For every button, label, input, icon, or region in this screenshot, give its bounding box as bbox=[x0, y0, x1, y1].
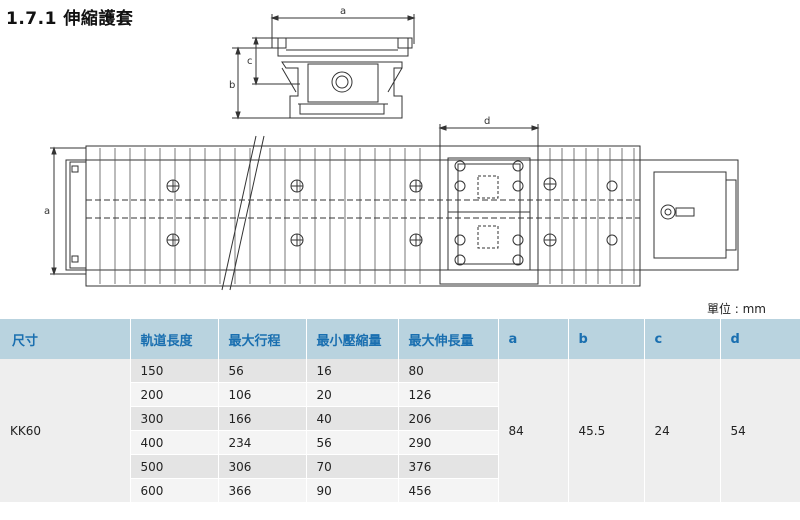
cell-min-compression: 16 bbox=[306, 359, 399, 383]
header-c: c bbox=[644, 319, 721, 359]
cell-max-extension: 290 bbox=[398, 430, 499, 455]
model-cell: KK60 bbox=[0, 359, 131, 503]
end-view bbox=[232, 14, 416, 120]
dim-label-c: c bbox=[247, 56, 253, 67]
header-max-stroke: 最大行程 bbox=[218, 319, 307, 359]
cell-min-compression: 20 bbox=[306, 382, 399, 407]
section-title: 1.7.1 伸縮護套 bbox=[6, 9, 134, 29]
cell-max-extension: 456 bbox=[398, 478, 499, 503]
table-row: 500 306 70 376 bbox=[0, 454, 800, 479]
header-size: 尺寸 bbox=[0, 319, 131, 359]
cell-max-stroke: 306 bbox=[218, 454, 307, 479]
cell-d: 54 bbox=[720, 359, 800, 503]
table-row: 600 366 90 456 bbox=[0, 478, 800, 503]
cell-rail-length: 600 bbox=[130, 478, 219, 503]
header-rail-length: 軌道長度 bbox=[130, 319, 219, 359]
cell-min-compression: 40 bbox=[306, 406, 399, 431]
header-max-extension: 最大伸長量 bbox=[398, 319, 499, 359]
dim-label-d: d bbox=[484, 116, 490, 127]
cell-max-stroke: 234 bbox=[218, 430, 307, 455]
table-header-row: 尺寸 軌道長度 最大行程 最小壓縮量 最大伸長量 a b c d bbox=[0, 319, 800, 359]
cell-min-compression: 90 bbox=[306, 478, 399, 503]
cell-rail-length: 150 bbox=[130, 359, 219, 383]
header-min-compression: 最小壓縮量 bbox=[306, 319, 399, 359]
plan-view bbox=[50, 124, 739, 291]
dim-label-b: b bbox=[229, 80, 235, 91]
table-row: KK60 150 56 16 80 84 45.5 24 54 bbox=[0, 359, 800, 503]
header-a: a bbox=[498, 319, 569, 359]
cell-b: 45.5 bbox=[568, 359, 645, 503]
unit-label: 單位 : mm bbox=[706, 302, 766, 316]
cell-min-compression: 70 bbox=[306, 454, 399, 479]
header-d: d bbox=[720, 319, 800, 359]
cell-rail-length: 200 bbox=[130, 382, 219, 407]
cell-max-extension: 126 bbox=[398, 382, 499, 407]
cell-max-stroke: 366 bbox=[218, 478, 307, 503]
cell-rail-length: 500 bbox=[130, 454, 219, 479]
header-b: b bbox=[568, 319, 645, 359]
cell-max-stroke: 166 bbox=[218, 406, 307, 431]
cell-rail-length: 400 bbox=[130, 430, 219, 455]
spec-table: 尺寸 軌道長度 最大行程 最小壓縮量 最大伸長量 a b c d KK60 15… bbox=[0, 319, 800, 503]
table-row: 400 234 56 290 bbox=[0, 430, 800, 455]
technical-drawing: a b c d a bbox=[44, 6, 739, 291]
cell-a: 84 bbox=[498, 359, 569, 503]
cell-max-stroke: 106 bbox=[218, 382, 307, 407]
table-row: 200 106 20 126 bbox=[0, 382, 800, 407]
cell-max-extension: 206 bbox=[398, 406, 499, 431]
cell-min-compression: 56 bbox=[306, 430, 399, 455]
cell-max-stroke: 56 bbox=[218, 359, 307, 383]
cell-max-extension: 376 bbox=[398, 454, 499, 479]
cell-max-extension: 80 bbox=[398, 359, 499, 383]
table-row: 300 166 40 206 bbox=[0, 406, 800, 431]
dim-label-a-top: a bbox=[340, 6, 346, 17]
dim-label-a-side: a bbox=[44, 206, 50, 217]
cell-rail-length: 300 bbox=[130, 406, 219, 431]
cell-c: 24 bbox=[644, 359, 721, 503]
